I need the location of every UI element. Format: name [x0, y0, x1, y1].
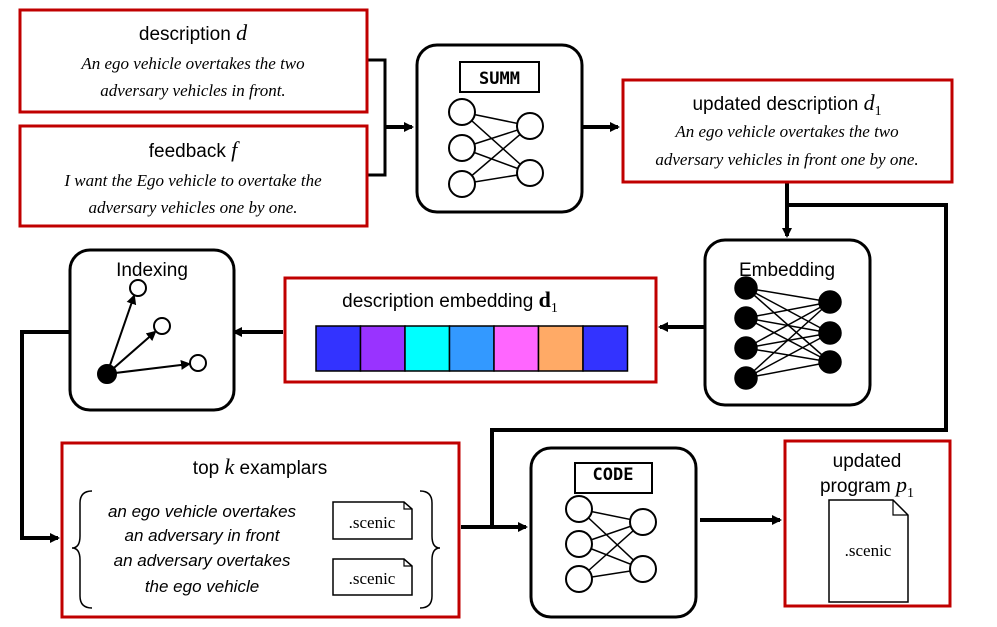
- indexing-label: Indexing: [116, 260, 188, 281]
- program-file-icon: .scenic: [828, 499, 909, 603]
- updated-description-line-1: An ego vehicle overtakes the two: [674, 122, 898, 141]
- embedding-network-icon: [734, 276, 842, 390]
- description-line-1: An ego vehicle overtakes the two: [80, 54, 304, 73]
- feedback-title: feedback f: [149, 137, 240, 162]
- updated-description-line-2: adversary vehicles in front one by one.: [655, 150, 918, 169]
- description-box: description d An ego vehicle overtakes t…: [18, 8, 369, 114]
- connectors: [20, 58, 948, 543]
- example-2-file-label: .scenic: [349, 569, 396, 588]
- examplars-box: top k examplars an ego vehicle overtakes…: [60, 441, 461, 619]
- code-label: CODE: [593, 465, 634, 485]
- program-file-label: .scenic: [845, 541, 892, 560]
- embedding-label: Embedding: [739, 260, 835, 281]
- indexing-graph-icon: [97, 279, 207, 384]
- indexing-module: Indexing: [68, 248, 236, 412]
- embedding-cell-1: [315, 325, 362, 372]
- embedding-cell-6: [537, 325, 584, 372]
- description-title: description d: [139, 20, 248, 45]
- updated-program-box: updated program p1 .scenic: [783, 439, 952, 608]
- program-title-line-1: updated: [833, 451, 902, 472]
- embedding-cell-3: [404, 325, 451, 372]
- updated-description-box: updated description d1 An ego vehicle ov…: [621, 78, 954, 184]
- summ-network-icon: [448, 98, 544, 198]
- embedding-cell-4: [448, 325, 495, 372]
- example-1-file-label: .scenic: [349, 513, 396, 532]
- embedding-cell-7: [582, 325, 629, 372]
- examplars-title: top k examplars: [193, 454, 327, 479]
- embedding-cell-5: [493, 325, 540, 372]
- feedback-line-1: I want the Ego vehicle to overtake the: [63, 171, 322, 190]
- code-network-icon: [565, 495, 657, 593]
- feedback-box: feedback f I want the Ego vehicle to ove…: [18, 124, 369, 228]
- updated-description-title: updated description d1: [692, 90, 881, 119]
- description-line-2: adversary vehicles in front.: [100, 81, 285, 100]
- embedding-box-title: description embedding d1: [342, 287, 558, 316]
- program-title-line-2: program p1: [820, 472, 914, 501]
- example-2-line-2: the ego vehicle: [145, 577, 259, 596]
- example-2-file-icon: .scenic: [332, 558, 413, 596]
- wire-updated-to-code: [490, 203, 948, 527]
- example-1-line-1: an ego vehicle overtakes: [108, 502, 297, 521]
- wire-indexing-to-examplars: [20, 330, 70, 543]
- summ-label: SUMM: [479, 69, 520, 89]
- embedding-cell-2: [359, 325, 406, 372]
- example-2-line-1: an adversary overtakes: [114, 551, 291, 570]
- right-brace: [419, 490, 441, 609]
- description-embedding-box: description embedding d1: [283, 276, 658, 384]
- feedback-line-2: adversary vehicles one by one.: [88, 198, 297, 217]
- left-brace: [71, 490, 93, 609]
- merge-bracket: [367, 58, 387, 177]
- code-module: CODE: [529, 446, 698, 619]
- embedding-module: Embedding: [703, 238, 872, 407]
- example-1-file-icon: .scenic: [332, 501, 413, 540]
- summ-module: SUMM: [415, 43, 584, 214]
- embedding-vector: [315, 325, 629, 372]
- example-1-line-2: an adversary in front: [125, 526, 281, 545]
